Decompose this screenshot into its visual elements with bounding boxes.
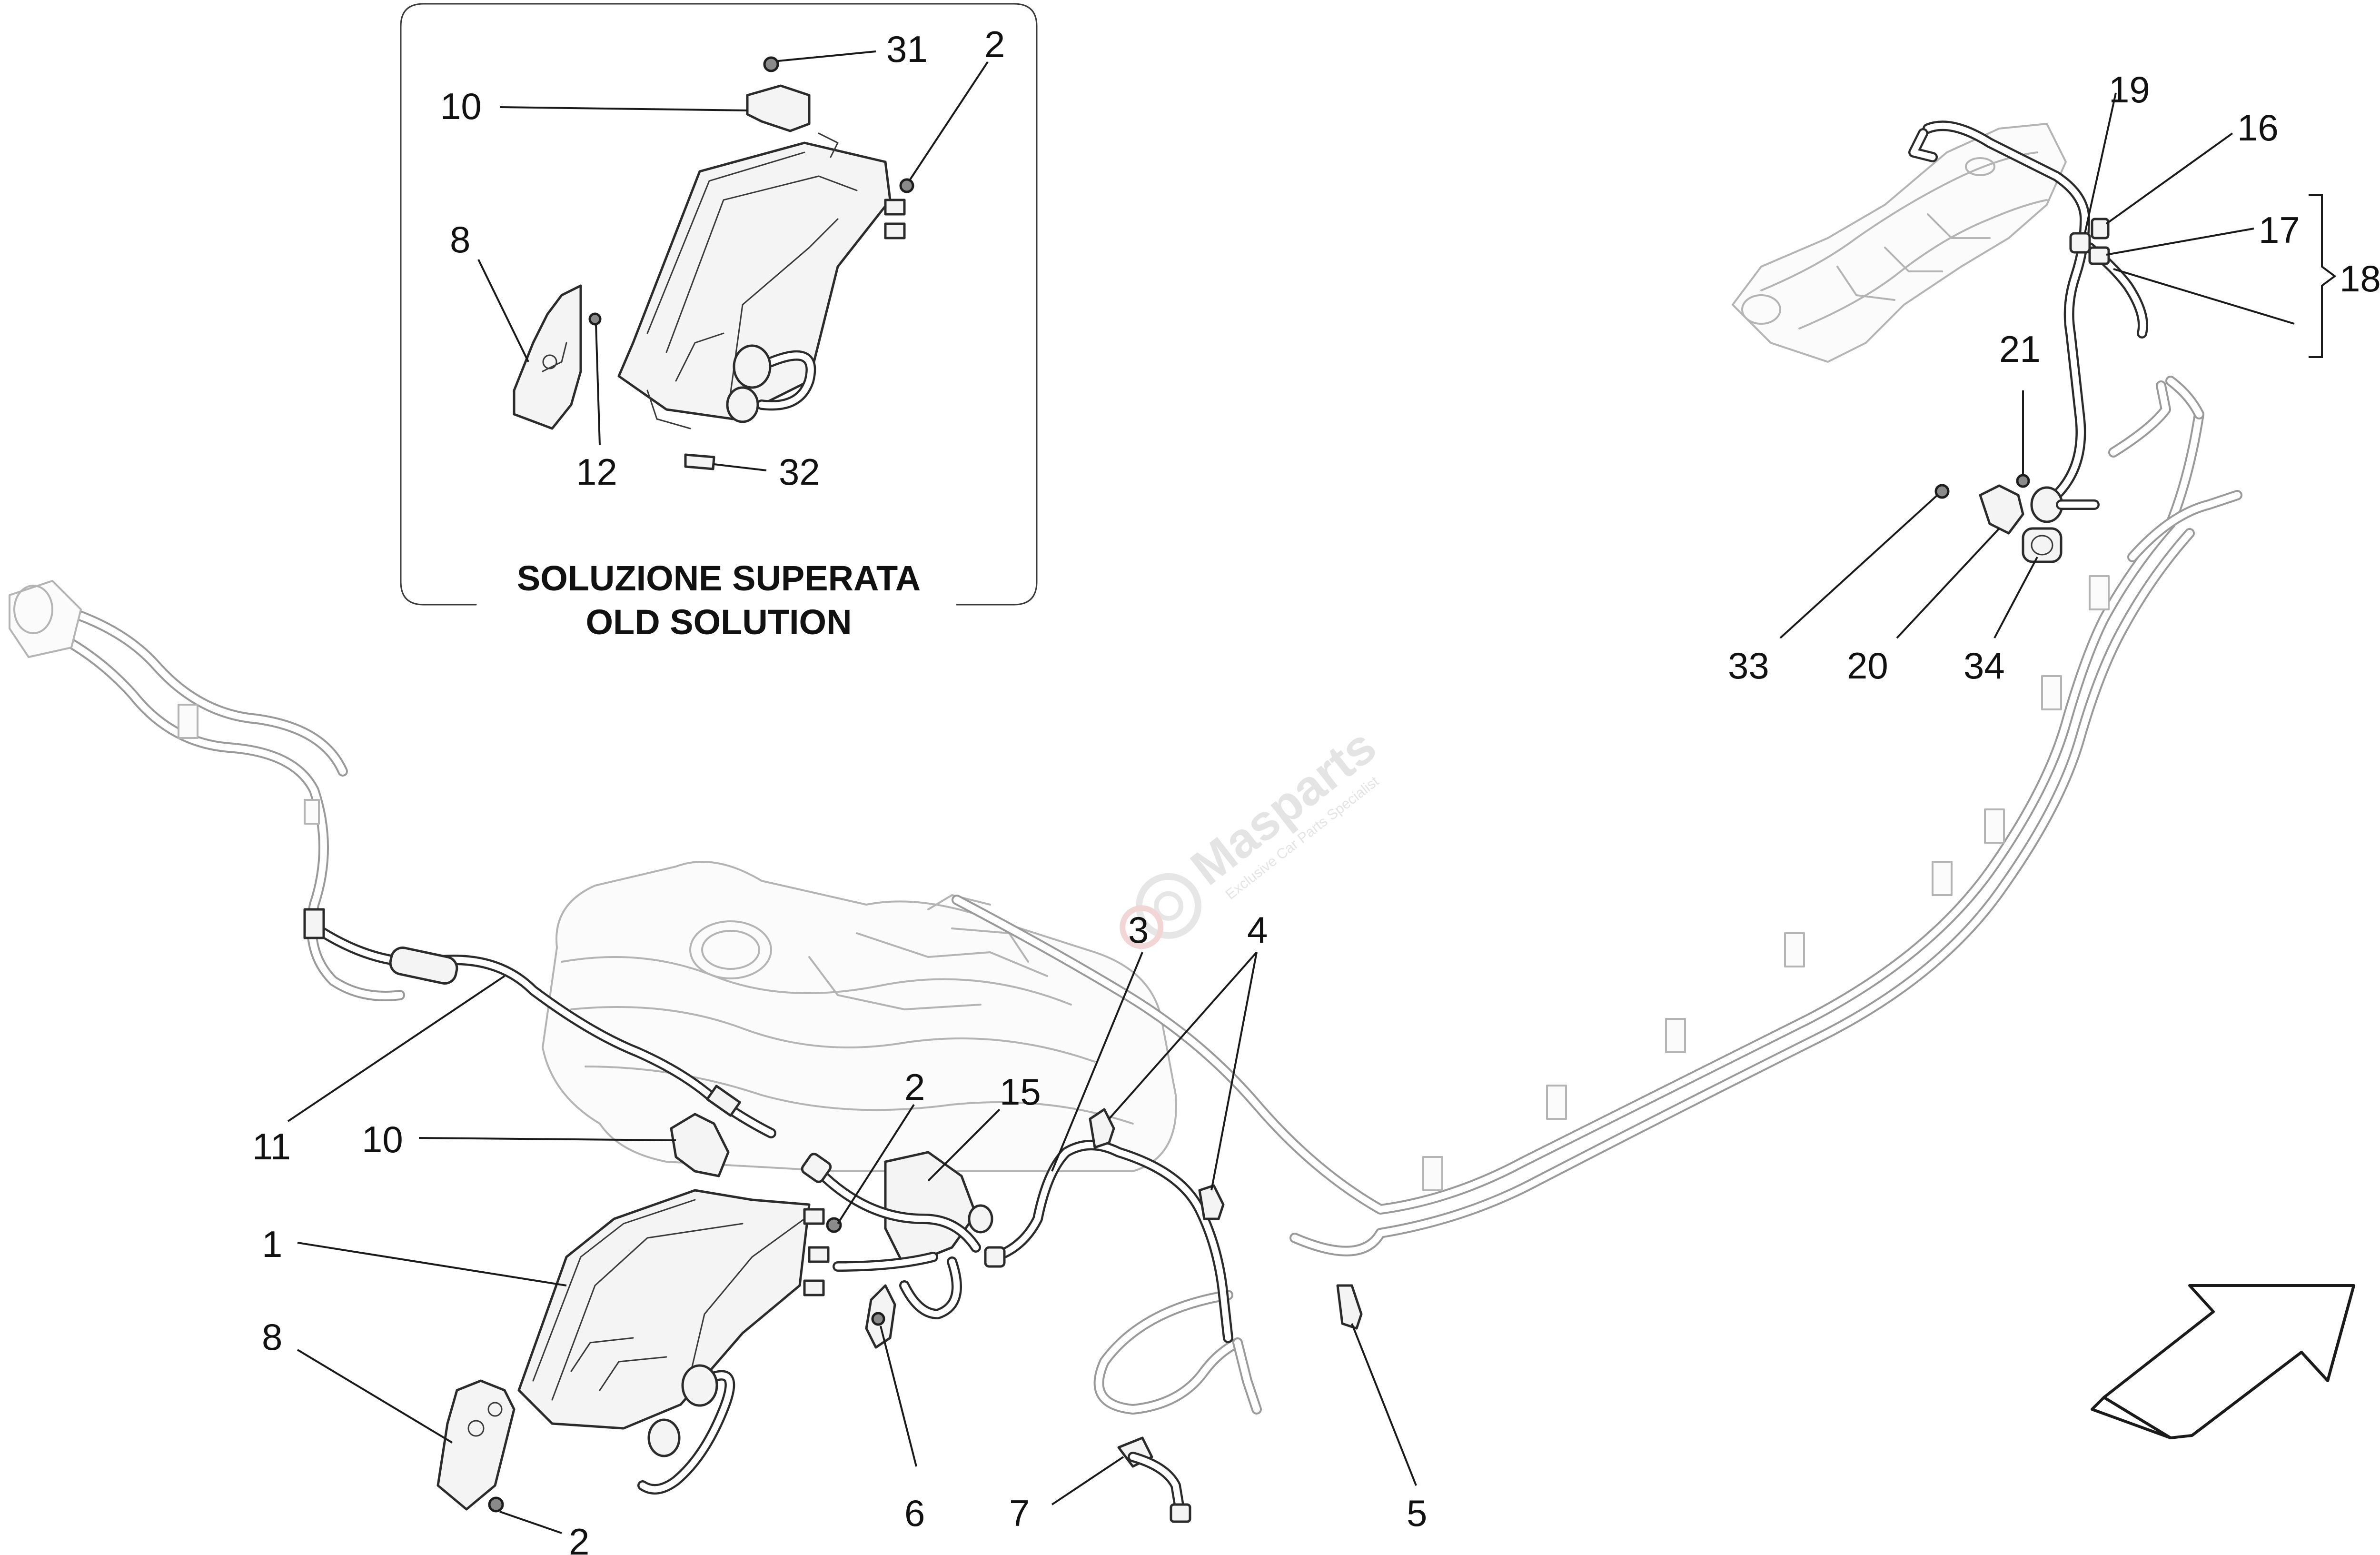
inset-bracket-8 — [513, 284, 582, 430]
callout-34: 34 — [1964, 645, 2005, 687]
line-clips — [1422, 575, 2110, 1191]
inset-leader-12 — [595, 323, 601, 446]
callout-18: 18 — [2340, 258, 2380, 299]
clip-4-right — [1198, 1184, 1225, 1220]
callout-4: 4 — [1247, 909, 1268, 951]
callout-1: 1 — [262, 1223, 282, 1265]
sensor-7 — [1117, 1436, 1191, 1523]
callout-6: 6 — [904, 1492, 925, 1534]
bracket-20 — [1979, 484, 2024, 535]
watermark-brand: Masparts — [1181, 718, 1386, 896]
inset-callout-10: 10 — [440, 85, 482, 127]
inset-caption-line2: OLD SOLUTION — [585, 602, 852, 642]
callout-16: 16 — [2237, 107, 2279, 149]
clamp-34 — [2022, 527, 2063, 563]
callout-8: 8 — [262, 1316, 282, 1358]
valve-6 — [865, 1284, 896, 1349]
filler-neck-ghost — [9, 580, 405, 1001]
clip-4-left — [1089, 1108, 1115, 1149]
callout-2-upper: 2 — [904, 1066, 925, 1108]
inset-callout-32: 32 — [779, 451, 820, 493]
callout-19: 19 — [2109, 69, 2150, 110]
inset-screw-12 — [588, 312, 602, 326]
inset-caption-line1: SOLUZIONE SUPERATA — [517, 558, 921, 598]
screw-2-lower — [488, 1496, 504, 1513]
inset-leader-2 — [908, 61, 989, 182]
inset-screw-2 — [899, 178, 914, 193]
inset-frame — [400, 3, 1038, 606]
callout-33: 33 — [1728, 645, 1769, 687]
pipe-3 — [984, 1140, 1233, 1343]
carbon-canister-1 — [517, 1189, 830, 1495]
fitting-17 — [2088, 246, 2110, 265]
valve-near-20 — [2030, 486, 2100, 523]
callout-11: 11 — [252, 1126, 291, 1167]
masparts-gear-logo-icon — [1120, 873, 1201, 949]
front-direction-arrow-icon — [2091, 1284, 2355, 1439]
inset-canister-drawing — [617, 132, 906, 429]
screw-21 — [2016, 474, 2030, 488]
engine-intake-ghost — [1732, 123, 2067, 363]
bracket-10 — [670, 1113, 730, 1177]
screw-2-upper — [826, 1217, 842, 1233]
fitting-19 — [2069, 232, 2091, 254]
callout-17: 17 — [2259, 209, 2300, 251]
inset-leader-32 — [714, 463, 767, 471]
callout-20: 20 — [1847, 645, 1888, 687]
clip-5 — [1336, 1284, 1363, 1330]
callout-7: 7 — [1009, 1492, 1030, 1534]
leader-lines — [287, 92, 2337, 1534]
inset-leader-10 — [499, 106, 748, 111]
vent-pipe-11 — [303, 908, 776, 1138]
callout-15: 15 — [1000, 1071, 1041, 1113]
inset-nut-31 — [763, 56, 779, 72]
fitting-16 — [2091, 218, 2110, 239]
bolt-33 — [1934, 484, 1950, 499]
inset-callout-8: 8 — [450, 219, 470, 260]
inset-callout-31: 31 — [886, 28, 928, 70]
callout-5: 5 — [1407, 1492, 1427, 1534]
inset-callout-2: 2 — [984, 23, 1005, 65]
fuel-tank-ghost — [542, 861, 1177, 1172]
inset-callout-12: 12 — [576, 451, 617, 493]
fuel-lines-ghost — [952, 376, 2242, 1415]
inset-bracket-10 — [746, 84, 811, 132]
inset-leader-8 — [477, 259, 529, 362]
old-solution-inset: SOLUZIONE SUPERATA OLD SOLUTION — [400, 3, 1038, 642]
callout-10: 10 — [362, 1118, 403, 1160]
callout-3: 3 — [1128, 909, 1149, 951]
bracket-8 — [436, 1379, 516, 1511]
inset-leader-31 — [778, 50, 876, 62]
callout-21: 21 — [1999, 328, 2041, 370]
callout-2-lower: 2 — [569, 1521, 589, 1555]
inset-bolt-32 — [684, 453, 715, 470]
callout-labels: 11 10 1 8 2 2 15 3 4 6 7 5 19 16 17 18 2… — [252, 69, 2380, 1555]
canister-connector-15 — [801, 1151, 993, 1319]
engine-vent-pipe-assembly-18 — [1908, 120, 2148, 500]
